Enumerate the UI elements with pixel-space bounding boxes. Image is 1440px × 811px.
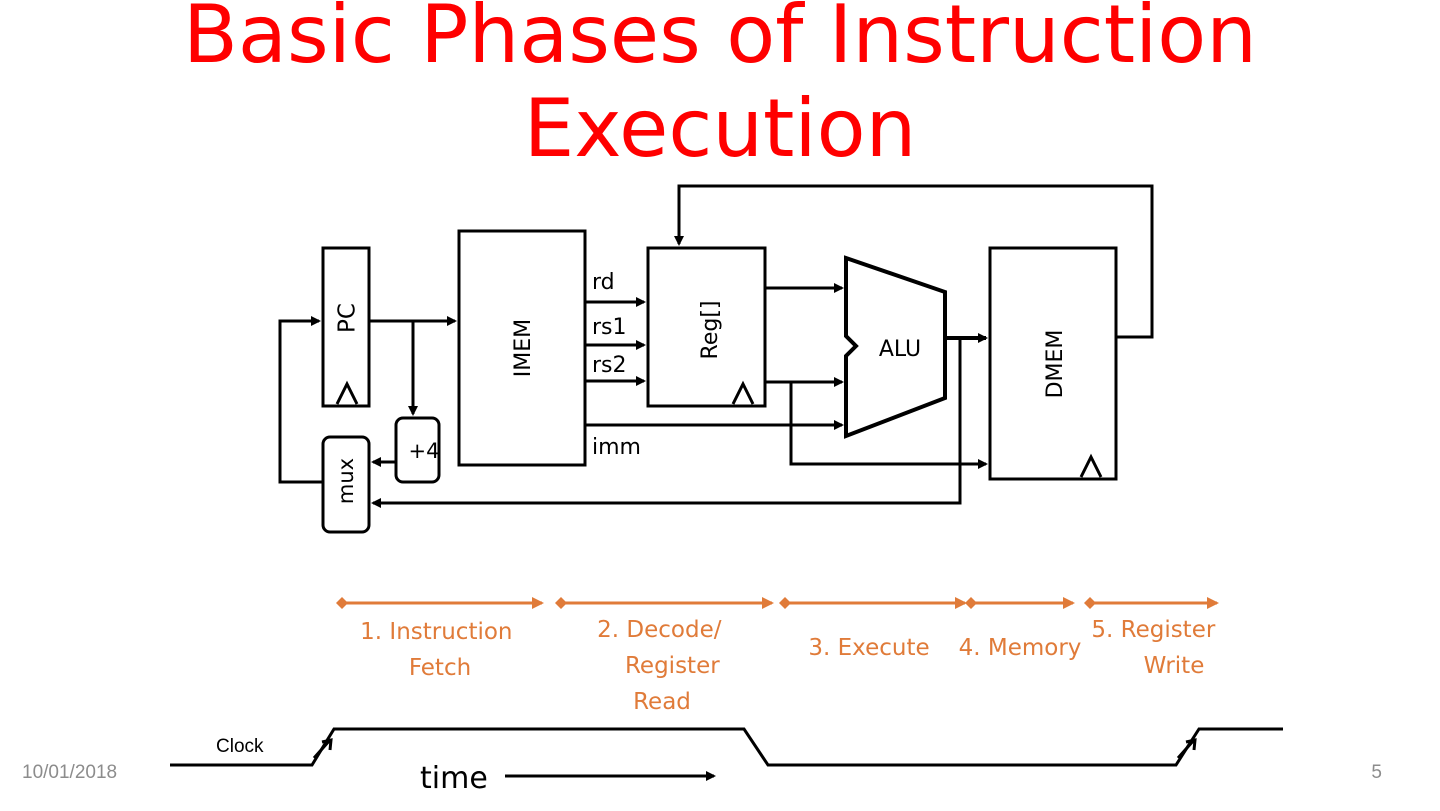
phase-4-label: 4. Memory: [959, 635, 1082, 661]
phase-5-label: 5. Register Write: [1091, 617, 1222, 679]
slide-title: Basic Phases of Instruction Execution: [0, 0, 1440, 176]
clock-waveform: [170, 727, 1283, 767]
pc-label: PC: [335, 303, 361, 333]
clock-rising-edge-arrow-2: [1176, 738, 1197, 759]
alu-to-mux-wire: [371, 338, 962, 508]
title-line-2: Execution: [523, 82, 917, 175]
footer-date: 10/01/2018: [22, 762, 118, 783]
phase-2-label: 2. Decode/ Register Read: [597, 617, 729, 715]
imm-label: imm: [592, 435, 641, 460]
footer-page-number: 5: [1371, 762, 1382, 783]
dmem-label: DMEM: [1043, 330, 1068, 399]
alu-label: ALU: [879, 337, 921, 362]
phase-1-label: 1. Instruction Fetch: [360, 619, 520, 681]
mux-to-pc-wire: [278, 316, 323, 484]
writeback-wire: [674, 184, 1154, 339]
plus4-block: [394, 416, 441, 484]
imem-block: [457, 229, 587, 467]
clock-label: Clock: [216, 736, 264, 757]
plus4-label: +4: [409, 439, 440, 463]
rs2-label: rs2: [592, 353, 627, 378]
reg-clock-triangle: [731, 380, 755, 405]
dmem-clock-triangle: [1079, 453, 1103, 478]
alu-shape: [844, 255, 947, 439]
imem-label: IMEM: [511, 319, 536, 377]
pc-clock-triangle: [335, 380, 359, 405]
dmem-block: [988, 246, 1118, 481]
title-line-1: Basic Phases of Instruction: [183, 0, 1257, 81]
rd-label: rd: [592, 270, 615, 295]
mux-block: [321, 435, 371, 534]
rs1-label: rs1: [592, 315, 627, 340]
phase-3-label: 3. Execute: [808, 635, 929, 661]
time-label: time: [420, 761, 488, 796]
mux-label: mux: [334, 458, 358, 504]
pc-register: [321, 246, 371, 408]
clock-rising-edge-arrow-1: [312, 738, 333, 759]
regfile-block: [646, 246, 767, 408]
reg-label: Reg[]: [698, 301, 723, 360]
reg-to-dmem-wire: [789, 382, 988, 469]
